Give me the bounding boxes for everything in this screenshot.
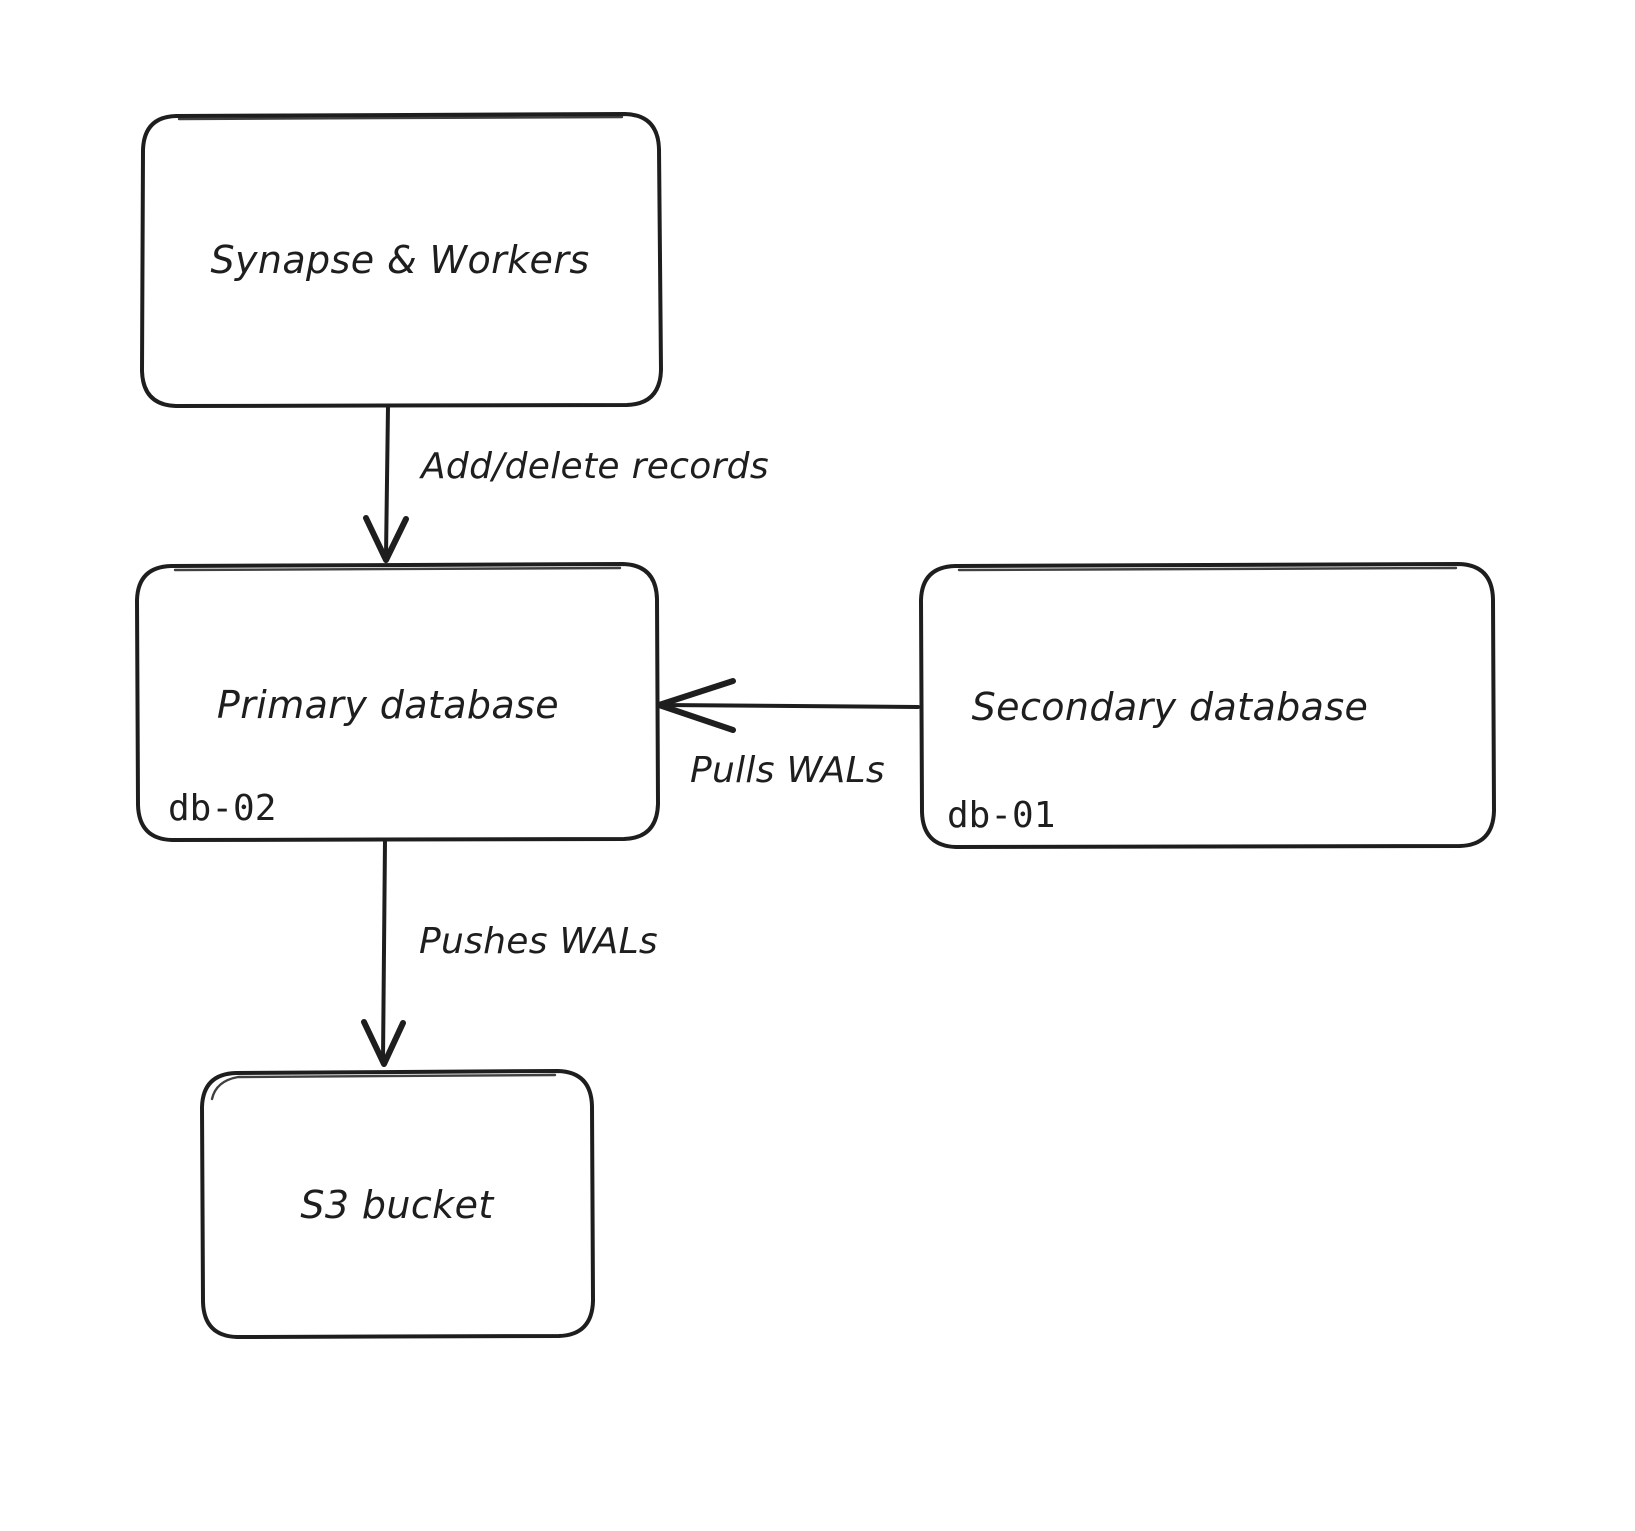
node-s3-bucket[interactable]: S3 bucket	[200, 1069, 595, 1339]
edge-synapse-to-primary-label: Add/delete records	[419, 446, 769, 487]
node-synapse-label: Synapse & Workers	[210, 238, 589, 282]
edge-primary-to-s3[interactable]: Pushes WALs	[361, 838, 658, 1067]
edge-primary-to-s3-label: Pushes WALs	[419, 921, 658, 962]
edge-secondary-to-primary-arrowhead	[656, 678, 736, 733]
node-primary-db[interactable]: Primary database db-02	[135, 562, 660, 842]
node-s3-bucket-shape	[200, 1069, 595, 1339]
node-primary-db-shape-sketch	[173, 566, 622, 572]
node-secondary-db-shape-sketch	[957, 566, 1458, 572]
edge-synapse-to-primary-line	[384, 404, 390, 558]
node-s3-bucket-label: S3 bucket	[300, 1183, 495, 1227]
node-secondary-db-label: Secondary database	[972, 685, 1369, 729]
edge-primary-to-s3-arrowhead	[361, 1019, 406, 1067]
edge-synapse-to-primary[interactable]: Add/delete records	[363, 404, 769, 563]
edge-secondary-to-primary-label: Pulls WALs	[690, 750, 885, 791]
node-primary-db-sublabel: db-02	[168, 788, 276, 829]
node-primary-db-label: Primary database	[217, 683, 559, 727]
node-secondary-db-sublabel: db-01	[947, 795, 1055, 836]
node-synapse[interactable]: Synapse & Workers	[140, 112, 663, 408]
edge-secondary-to-primary[interactable]: Pulls WALs	[656, 678, 920, 791]
node-synapse-shape-sketch	[177, 115, 624, 121]
edge-secondary-to-primary-line	[661, 703, 920, 709]
edge-synapse-to-primary-arrowhead	[363, 515, 409, 563]
node-synapse-shape	[140, 112, 663, 408]
node-secondary-db[interactable]: Secondary database db-01	[919, 562, 1496, 849]
edge-primary-to-s3-line	[381, 838, 387, 1062]
node-s3-bucket-shape-sketch	[210, 1073, 557, 1101]
node-primary-db-shape	[135, 562, 660, 842]
node-secondary-db-shape	[919, 562, 1496, 849]
